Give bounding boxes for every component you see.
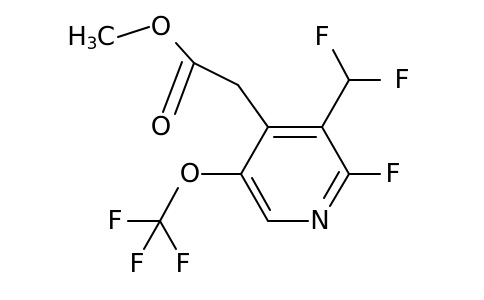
atom-labels: H 3 C O O O N F F F F F F xyxy=(67,12,409,279)
nitrogen-label: N xyxy=(310,206,329,236)
bond-cf3-f-bottom-left xyxy=(143,220,161,250)
bond-o-cf3 xyxy=(159,187,179,222)
bond-chf2-f-top xyxy=(332,49,350,81)
bond-ring-c3-c2 xyxy=(321,126,350,175)
bond-ring-c2-n xyxy=(329,173,350,207)
fluorine-chf2-top-label: F xyxy=(315,22,330,52)
bond-ring-c5-c4 xyxy=(240,126,269,175)
ether-oxygen-label: O xyxy=(180,159,200,189)
ester-oxygen-label: O xyxy=(151,12,171,42)
bond-cf3-f-bottom-right xyxy=(159,220,177,250)
bond-ring-c6-c5 xyxy=(240,173,269,222)
bond-ch3-o xyxy=(117,26,150,38)
bond-c3-chf2 xyxy=(321,79,350,128)
fluorine-cf3-left-label: F xyxy=(108,206,123,236)
bond-carbonyl-c-ch2 xyxy=(193,62,239,86)
bond-carbonyl-c-o-2 xyxy=(162,61,183,113)
methyl-c-label: C xyxy=(97,22,115,52)
methyl-subscript-label: 3 xyxy=(87,34,98,54)
carbonyl-oxygen-label: O xyxy=(151,112,171,142)
fluorine-cf3-bottom-left-label: F xyxy=(130,249,145,279)
methyl-h-label: H xyxy=(67,22,87,52)
bond-ring-c6-c5-inner xyxy=(251,177,271,211)
bonds xyxy=(117,26,381,250)
bond-o-carbonyl-c xyxy=(175,42,195,64)
bond-carbonyl-c-o-1 xyxy=(174,62,195,115)
fluorine-cf3-bottom-right-label: F xyxy=(176,249,191,279)
bond-ch2-ring xyxy=(237,84,269,128)
bond-ring-c2-n-inner xyxy=(323,171,340,199)
fluorine-chf2-right-label: F xyxy=(395,65,410,95)
fluorine-ring-label: F xyxy=(386,159,401,189)
